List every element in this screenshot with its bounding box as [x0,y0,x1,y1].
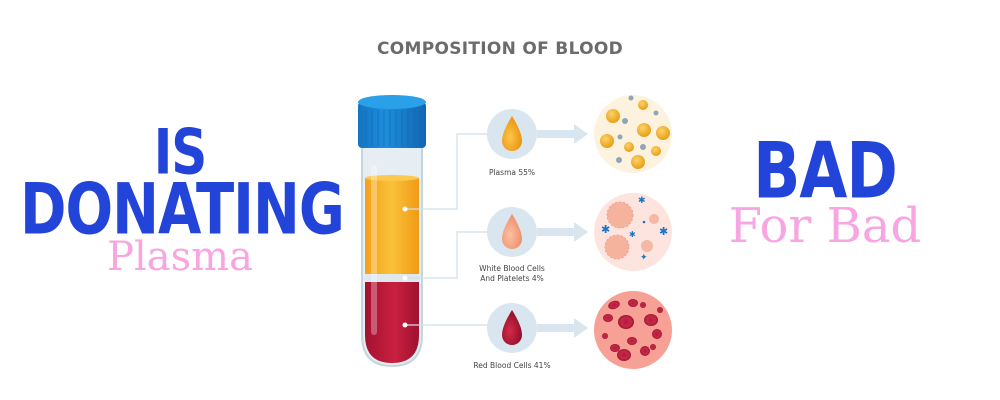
white-cells-caption-line2: And Platelets 4% [480,274,544,283]
red-cells-icon [487,303,588,353]
headline-right-line2: For Bad [728,198,922,254]
headline-left-line3: Plasma [107,234,253,280]
svg-text:✦: ✦ [640,253,648,263]
red-cell-layer [365,282,419,363]
plasma-layer [365,178,419,274]
plasma-magnified-icon [594,95,672,173]
red-cells-caption: Red Blood Cells 41% [473,361,551,370]
svg-text:✱: ✱ [638,196,646,206]
headline-right-line1: BAD [753,124,898,216]
white-cells-magnified-icon: ✱ ✱ ✱ ✱ ✦ [594,193,672,271]
test-tube [358,95,426,368]
svg-text:✱: ✱ [659,225,668,238]
white-cells-caption-line1: White Blood Cells [479,264,545,273]
buffy-coat-layer [365,274,419,282]
headline-left-line2: DONATING [20,169,345,251]
plasma-icon [487,109,588,159]
red-cells-magnified-icon [594,291,672,369]
white-cells-icon [487,207,588,257]
headline-left-line1: IS [153,115,208,189]
connector-lines [405,133,488,326]
svg-text:✱: ✱ [601,223,610,236]
plasma-caption: Plasma 55% [488,168,536,177]
tube-cap [358,95,426,148]
diagram-title: COMPOSITION OF BLOOD [376,39,624,59]
svg-text:✱: ✱ [629,230,636,239]
